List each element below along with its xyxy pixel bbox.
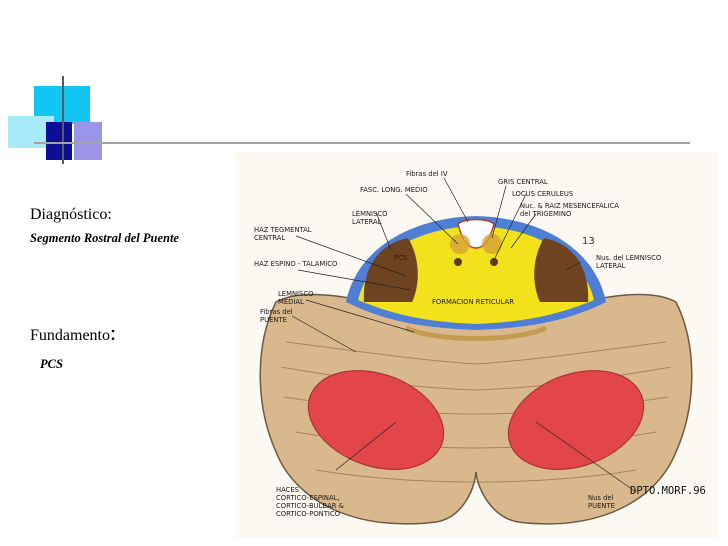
label-haces-line1: HACES (276, 486, 299, 494)
pons-section-illustration: Fibras del IV GRIS CENTRAL FASC. LONG. M… (236, 152, 718, 538)
label-lemnisco-medial-line1: LEMNISCO (278, 290, 313, 298)
label-nuc-puente-line1: Nus del (588, 494, 614, 502)
label-department-stamp: DPTO.MORF.96 (630, 485, 706, 497)
pons-drawing: Fibras del IV GRIS CENTRAL FASC. LONG. M… (254, 170, 706, 525)
label-nuc-lemnisco-line2: LATERAL (596, 262, 626, 270)
label-locus-ceruleus: LOCUS CERULEUS (512, 190, 573, 198)
diagnosis-label: Diagnóstico: (30, 206, 112, 223)
label-formacion-reticular: FORMACION RETICULAR (432, 298, 514, 306)
diagnosis-value: Segmento Rostral del Puente (30, 231, 179, 245)
label-haces-line2: CORTICO-ESPINAL, (276, 494, 340, 502)
label-figure-number: 13 (582, 236, 595, 247)
label-pcs: PCS (394, 254, 407, 262)
medial-lemniscus (404, 325, 548, 341)
label-nuc-puente-line2: PUENTE (588, 502, 615, 510)
navy-square (46, 122, 72, 160)
decorative-squares-logo (0, 0, 110, 165)
lateral-lemniscus-left (363, 238, 418, 302)
label-gris-central: GRIS CENTRAL (498, 178, 548, 186)
locus-right (490, 258, 498, 266)
corticospinal-right (507, 370, 645, 470)
label-fasc-long-medio: FASC. LONG. MEDIO (360, 186, 428, 194)
label-haz-tegmental-line1: HAZ TEGMENTAL (254, 226, 312, 234)
corticospinal-left (307, 370, 445, 470)
label-lemnisco-medial-line2: MEDIAL (278, 298, 304, 306)
label-fibras-iv: Fibras del IV (406, 170, 448, 178)
label-haz-tegmental-line2: CENTRAL (254, 234, 285, 242)
gray-central-right (482, 234, 502, 254)
label-nuc-lemnisco-line1: Nus. del LEMNISCO (596, 254, 661, 262)
label-nuc-raiz-line1: Nuc. & RAIZ MESENCEFALICA (520, 202, 619, 210)
lateral-lemniscus-right (534, 238, 589, 302)
label-haces-line4: CORTICO-PONTICO (276, 510, 340, 518)
basis-label: Fundamento: (30, 320, 116, 346)
gray-central-left (450, 234, 470, 254)
label-lemnisco-lateral-line2: LATERAL (352, 218, 382, 226)
logo-vertical-line (62, 76, 64, 164)
label-lemnisco-lateral-line1: LEMNISCO (352, 210, 387, 218)
label-nuc-raiz-line2: del TRIGEMINO (520, 210, 571, 218)
title-divider-line (34, 142, 690, 144)
basis-label-colon: : (110, 320, 117, 345)
label-haz-espino-talamico: HAZ ESPINO - TALAMICO (254, 260, 337, 268)
basis-value: PCS (40, 357, 63, 371)
lavender-square (74, 122, 102, 160)
pointer-lines (291, 177, 637, 493)
basis-label-text: Fundamento (30, 327, 110, 344)
label-haces-line3: CORTICO-BULBAR & (276, 502, 345, 510)
label-fibras-puente-line2: PUENTE (260, 316, 287, 324)
locus-left (454, 258, 462, 266)
reticular-formation (358, 226, 594, 324)
label-fibras-puente-line1: Fibras del (260, 308, 293, 316)
